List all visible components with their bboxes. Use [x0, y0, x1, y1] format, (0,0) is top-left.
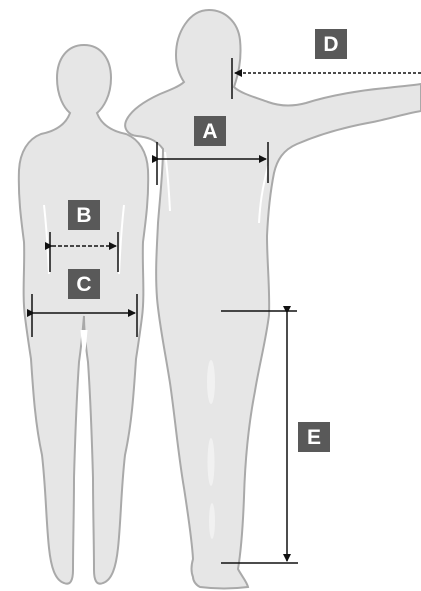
female-ankle-mark — [82, 546, 87, 574]
male-figure — [125, 10, 421, 589]
male-ankle-mark — [209, 503, 215, 539]
label-e: E — [298, 422, 330, 452]
label-d: D — [315, 29, 347, 59]
label-a: A — [194, 116, 226, 146]
female-shin-mark — [82, 465, 87, 505]
label-c-text: C — [76, 274, 91, 295]
label-e-text: E — [307, 427, 321, 448]
male-silhouette — [125, 10, 421, 589]
label-b: B — [68, 200, 100, 230]
label-a-text: A — [202, 121, 217, 142]
male-shin-mark — [208, 438, 215, 486]
male-knee-mark — [207, 360, 215, 404]
female-knee-mark — [81, 396, 87, 432]
label-b-text: B — [76, 205, 91, 226]
label-c: C — [68, 269, 100, 299]
label-d-text: D — [323, 34, 338, 55]
